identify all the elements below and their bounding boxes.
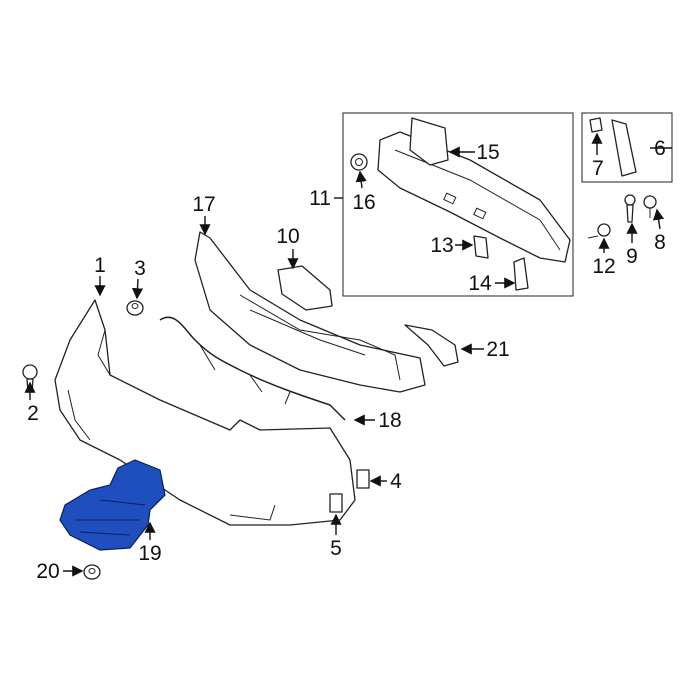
callout-12: 12	[592, 255, 615, 278]
callout-13: 13	[430, 234, 453, 257]
nut-20	[83, 564, 101, 580]
callout-6: 6	[654, 137, 666, 160]
clip-5	[329, 493, 343, 513]
callout-9: 9	[626, 245, 638, 268]
callout-7: 7	[592, 157, 604, 180]
clip-4	[356, 469, 370, 489]
energy-absorber-17	[194, 231, 426, 393]
callout-17: 17	[192, 193, 215, 216]
callout-10: 10	[276, 225, 299, 248]
bolt-12	[587, 223, 611, 239]
screw-9	[624, 194, 636, 223]
callout-14: 14	[468, 272, 492, 295]
callout-21: 21	[486, 338, 509, 361]
bolt-8	[643, 195, 657, 218]
bracket-13	[473, 235, 489, 259]
bracket-10	[277, 265, 333, 311]
clip-7	[589, 117, 603, 133]
callout-15: 15	[476, 141, 499, 164]
callout-19: 19	[138, 542, 161, 565]
callout-2: 2	[27, 402, 39, 425]
callout-16: 16	[352, 191, 375, 214]
grommet-3	[126, 300, 144, 316]
bracket-14	[513, 257, 529, 291]
callout-3: 3	[134, 257, 146, 280]
callout-11: 11	[309, 187, 331, 210]
callout-1: 1	[94, 254, 106, 277]
bumper-cover-1	[54, 299, 356, 526]
callout-8: 8	[654, 231, 666, 254]
callout-4: 4	[390, 470, 402, 493]
callout-18: 18	[378, 409, 401, 432]
nut-16	[350, 153, 368, 171]
reinforcement-bracket-15	[409, 117, 449, 166]
under-cover-19	[59, 459, 166, 551]
bracket-21	[404, 324, 459, 367]
reinforcement-group-box	[342, 112, 574, 297]
callout-20: 20	[36, 560, 59, 583]
wiring-harness-18	[159, 316, 346, 421]
side-bracket-6	[611, 119, 637, 177]
callout-5: 5	[330, 537, 342, 560]
leader-lines	[24, 132, 672, 577]
